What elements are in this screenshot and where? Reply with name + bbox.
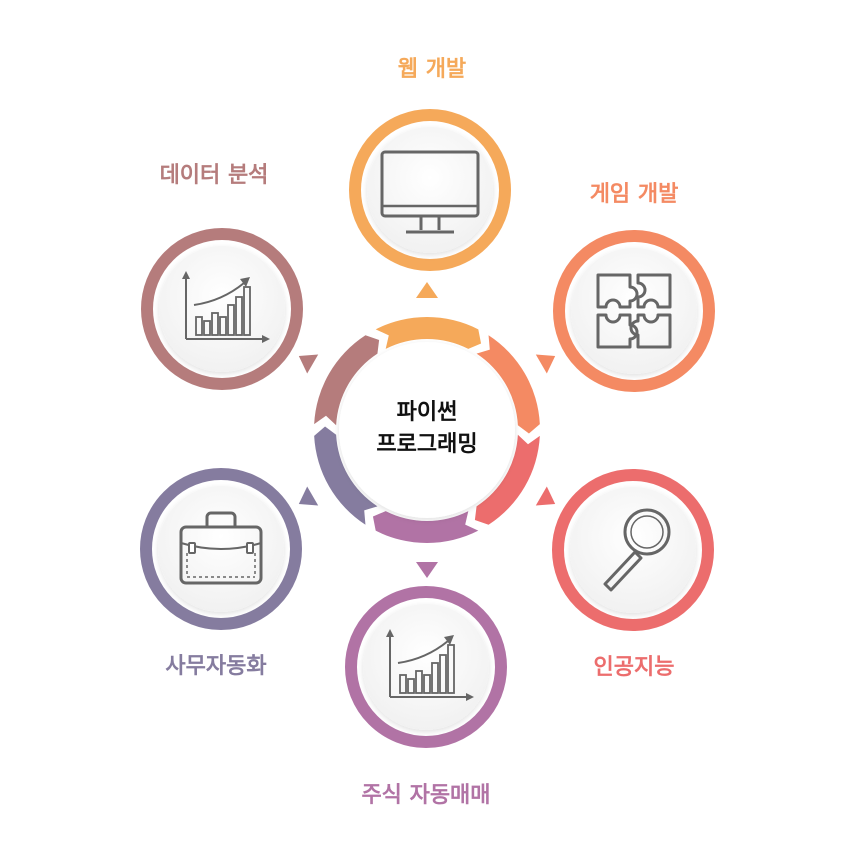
node-web-disk xyxy=(367,127,493,253)
node-trading-disk xyxy=(363,604,489,730)
node-data xyxy=(141,228,303,390)
node-office-ring xyxy=(140,468,302,630)
node-trading-ring xyxy=(345,586,507,748)
ring-segment-data xyxy=(314,335,380,426)
node-web-ring xyxy=(349,109,511,271)
node-game xyxy=(553,230,715,392)
ring-segment-office xyxy=(314,426,378,525)
magnifier-icon xyxy=(603,508,671,592)
node-label-ai: 인공지능 xyxy=(594,655,675,680)
node-label-web: 웹 개발 xyxy=(398,57,466,82)
monitor-icon xyxy=(380,150,480,234)
briefcase-icon xyxy=(179,511,263,585)
node-ai xyxy=(552,469,714,631)
ring-segment-trading xyxy=(372,511,479,543)
ring-segment-web xyxy=(375,316,482,349)
node-label-game: 게임 개발 xyxy=(590,182,679,207)
center-disk xyxy=(339,342,515,518)
node-label-office: 사무자동화 xyxy=(165,654,266,679)
ring-segment-game xyxy=(476,335,540,434)
node-game-ring xyxy=(553,230,715,392)
ring-segment-ai xyxy=(474,434,540,525)
chart-icon xyxy=(386,629,474,701)
node-data-ring xyxy=(141,228,303,390)
node-ai-ring xyxy=(552,469,714,631)
node-group xyxy=(140,109,715,748)
node-trading xyxy=(345,586,507,748)
arrow-group xyxy=(298,282,556,578)
puzzle-icon xyxy=(596,273,672,349)
center-title-line1: 파이썬 xyxy=(397,400,458,425)
node-game-disk xyxy=(571,248,697,374)
node-data-disk xyxy=(159,246,285,372)
node-web xyxy=(349,109,511,271)
arrow-trading xyxy=(416,562,438,578)
arrow-game xyxy=(535,354,556,374)
center-title-line2: 프로그래밍 xyxy=(376,432,477,457)
arrow-data xyxy=(298,354,319,374)
chart-icon xyxy=(182,271,270,343)
node-office xyxy=(140,468,302,630)
arrow-web xyxy=(416,282,438,298)
node-label-trading: 주식 자동매매 xyxy=(361,783,490,808)
center-ring xyxy=(314,316,540,543)
node-label-data: 데이터 분석 xyxy=(160,163,269,188)
arrow-office xyxy=(298,486,319,506)
arrow-ai xyxy=(535,486,556,506)
